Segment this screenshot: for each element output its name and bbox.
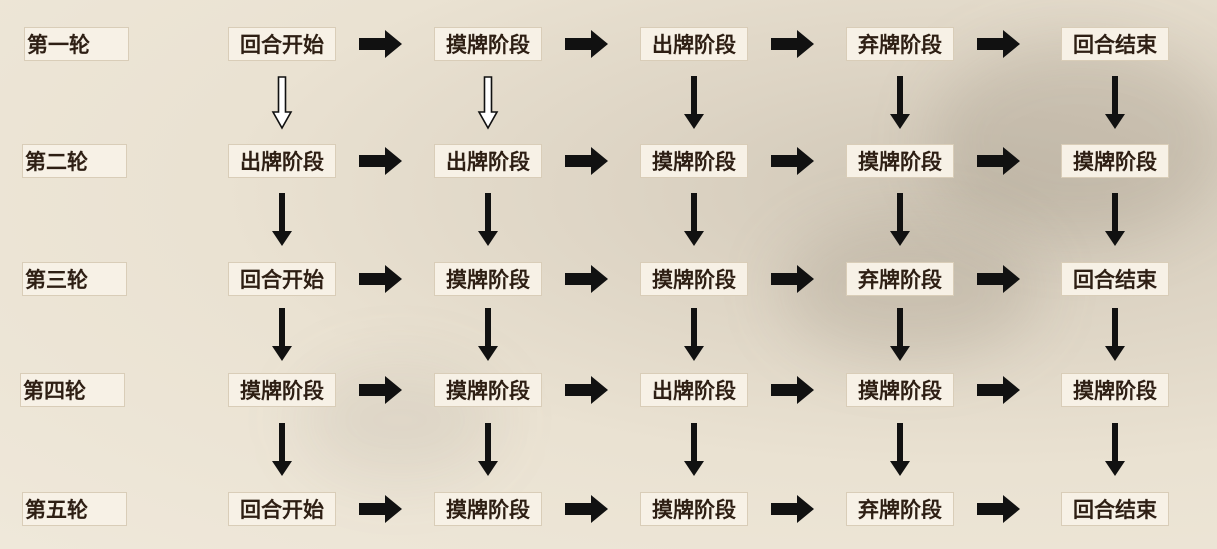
right-arrow bbox=[565, 495, 608, 523]
right-arrow bbox=[977, 495, 1020, 523]
stage-box: 出牌阶段 bbox=[434, 144, 542, 178]
down-arrow bbox=[478, 307, 498, 361]
right-arrow bbox=[771, 265, 814, 293]
stage-box: 摸牌阶段 bbox=[846, 144, 954, 178]
down-arrow bbox=[272, 193, 292, 246]
down-arrow bbox=[478, 193, 498, 246]
stage-box: 回合结束 bbox=[1061, 492, 1169, 526]
stage-box: 摸牌阶段 bbox=[434, 262, 542, 296]
down-arrow bbox=[271, 75, 293, 130]
right-arrow bbox=[565, 376, 608, 404]
right-arrow bbox=[565, 30, 608, 58]
stage-box: 摸牌阶段 bbox=[1061, 373, 1169, 407]
right-arrow bbox=[771, 30, 814, 58]
stage-box: 摸牌阶段 bbox=[1061, 144, 1169, 178]
round-label: 第三轮 bbox=[22, 262, 127, 296]
right-arrow bbox=[977, 265, 1020, 293]
right-arrow bbox=[977, 147, 1020, 175]
stage-box: 摸牌阶段 bbox=[640, 492, 748, 526]
down-arrow bbox=[890, 75, 910, 129]
round-label: 第五轮 bbox=[22, 492, 127, 526]
stage-box: 弃牌阶段 bbox=[846, 492, 954, 526]
stage-box: 回合结束 bbox=[1061, 262, 1169, 296]
right-arrow bbox=[359, 495, 402, 523]
stage-box: 回合开始 bbox=[228, 492, 336, 526]
down-arrow bbox=[1105, 193, 1125, 246]
right-arrow bbox=[359, 376, 402, 404]
down-arrow bbox=[1105, 75, 1125, 129]
right-arrow bbox=[771, 147, 814, 175]
down-arrow bbox=[890, 307, 910, 361]
stage-box: 摸牌阶段 bbox=[434, 492, 542, 526]
down-arrow bbox=[1105, 307, 1125, 361]
down-arrow bbox=[890, 193, 910, 246]
round-label: 第一轮 bbox=[24, 27, 129, 61]
stage-box: 回合开始 bbox=[228, 262, 336, 296]
down-arrow bbox=[684, 307, 704, 361]
stage-box: 摸牌阶段 bbox=[640, 262, 748, 296]
down-arrow bbox=[684, 75, 704, 129]
down-arrow bbox=[1105, 422, 1125, 476]
stage-box: 出牌阶段 bbox=[640, 373, 748, 407]
right-arrow bbox=[771, 376, 814, 404]
stage-box: 摸牌阶段 bbox=[640, 144, 748, 178]
right-arrow bbox=[565, 265, 608, 293]
stage-box: 摸牌阶段 bbox=[434, 27, 542, 61]
right-arrow bbox=[359, 265, 402, 293]
stage-box: 回合结束 bbox=[1061, 27, 1169, 61]
right-arrow bbox=[977, 30, 1020, 58]
right-arrow bbox=[977, 376, 1020, 404]
ink-wash-1 bbox=[930, 40, 1217, 240]
stage-box: 回合开始 bbox=[228, 27, 336, 61]
down-arrow bbox=[272, 307, 292, 361]
right-arrow bbox=[359, 147, 402, 175]
down-arrow bbox=[890, 422, 910, 476]
down-arrow bbox=[477, 75, 499, 130]
stage-box: 出牌阶段 bbox=[640, 27, 748, 61]
right-arrow bbox=[565, 147, 608, 175]
down-arrow bbox=[684, 193, 704, 246]
round-label: 第二轮 bbox=[22, 144, 127, 178]
stage-box: 摸牌阶段 bbox=[434, 373, 542, 407]
down-arrow bbox=[272, 422, 292, 476]
round-label: 第四轮 bbox=[20, 373, 125, 407]
down-arrow bbox=[684, 422, 704, 476]
stage-box: 弃牌阶段 bbox=[846, 27, 954, 61]
down-arrow bbox=[478, 422, 498, 476]
stage-box: 摸牌阶段 bbox=[228, 373, 336, 407]
right-arrow bbox=[771, 495, 814, 523]
stage-box: 摸牌阶段 bbox=[846, 373, 954, 407]
right-arrow bbox=[359, 30, 402, 58]
stage-box: 出牌阶段 bbox=[228, 144, 336, 178]
stage-box: 弃牌阶段 bbox=[846, 262, 954, 296]
